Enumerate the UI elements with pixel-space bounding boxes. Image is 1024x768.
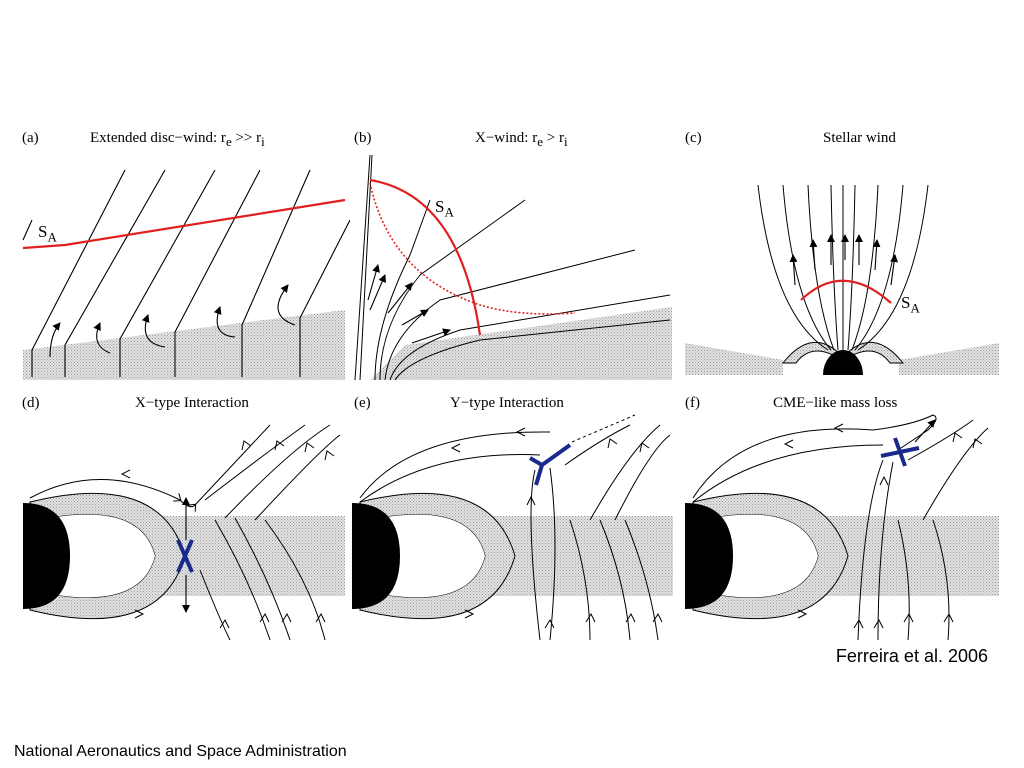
panel-e-diagram	[352, 414, 673, 641]
sa-c-sub: A	[910, 300, 920, 316]
sa-label-a: SA	[38, 222, 57, 245]
sa-b-main: S	[435, 197, 445, 216]
panel-d-diagram	[23, 424, 345, 641]
panel-e-title: Y−type Interaction	[450, 395, 564, 411]
x-reconnection	[176, 539, 194, 573]
panel-e: (e) Y−type Interaction	[350, 390, 675, 645]
alfven-surface	[800, 279, 892, 304]
title-b-main: X−wind: r	[475, 130, 538, 146]
field-lines	[692, 414, 989, 641]
disc-left	[685, 343, 783, 375]
panel-b: (b) X−wind: re > ri SA	[350, 125, 675, 380]
title-b-mid: > r	[543, 130, 564, 146]
disc-surface	[405, 307, 672, 380]
chevrons	[450, 427, 663, 629]
title-a-mid: >> r	[231, 130, 262, 146]
field-lines	[359, 424, 671, 641]
sa-label-c: SA	[901, 293, 920, 316]
panel-a-diagram	[22, 169, 350, 380]
title-a-main: Extended disc−wind: r	[90, 130, 226, 146]
panel-d-title: X−type Interaction	[135, 395, 249, 411]
credit-citation: Ferreira et al. 2006	[835, 646, 988, 666]
panel-f-diagram	[685, 414, 999, 641]
field-lines	[757, 184, 929, 351]
chevrons	[120, 440, 335, 629]
star	[823, 350, 863, 375]
cme-arrow	[914, 419, 936, 443]
alfven-surface	[22, 198, 346, 250]
panel-b-title: X−wind: re > ri	[475, 130, 568, 150]
star	[23, 503, 70, 609]
magnetosphere-loops	[781, 342, 905, 364]
title-a-sub2: i	[261, 134, 265, 149]
panel-a-label: (a)	[22, 130, 39, 146]
disc-right	[899, 343, 999, 375]
panel-e-label: (e)	[354, 395, 371, 411]
panel-d: (d) X−type Interaction	[20, 390, 350, 645]
sa-label-b: SA	[435, 197, 454, 220]
alfven-surface	[369, 178, 482, 336]
sa-a-main: S	[38, 222, 48, 241]
panel-c: (c) Stellar wind SA	[683, 125, 1001, 380]
flow-arrows	[789, 234, 899, 286]
x-reconnection	[880, 437, 920, 467]
panel-f: (f) CME−like mass loss	[683, 390, 1001, 645]
title-b-sub1: e	[537, 134, 543, 149]
field-lines	[354, 154, 671, 380]
panel-c-diagram	[685, 184, 999, 375]
flow-arrows	[367, 264, 451, 344]
disc-surface	[23, 310, 345, 380]
panel-a-title: Extended disc−wind: re >> ri	[90, 130, 265, 150]
title-b-sub2: i	[563, 134, 568, 149]
sa-b-sub: A	[444, 204, 454, 220]
field-lines	[29, 424, 341, 641]
flow-arrows	[49, 284, 296, 358]
panel-d-label: (d)	[22, 395, 40, 411]
star	[685, 503, 733, 609]
open-field-dashed	[571, 414, 636, 443]
title-a-sub1: e	[225, 134, 232, 149]
panel-c-label: (c)	[685, 130, 702, 146]
footer-org: National Aeronautics and Space Administr…	[14, 743, 347, 760]
panel-f-label: (f)	[685, 395, 700, 411]
sa-a-sub: A	[47, 229, 57, 245]
chevrons	[783, 423, 983, 629]
y-reconnection	[528, 443, 572, 486]
sa-c-main: S	[901, 293, 911, 312]
panel-c-title: Stellar wind	[823, 130, 896, 146]
panel-f-title: CME−like mass loss	[773, 395, 898, 411]
panel-b-diagram	[354, 154, 672, 380]
panel-a: (a) Extended disc−wind: re >> ri SA	[20, 125, 350, 380]
disc-inner	[370, 345, 405, 380]
panel-b-label: (b)	[354, 130, 372, 146]
star	[352, 503, 400, 609]
